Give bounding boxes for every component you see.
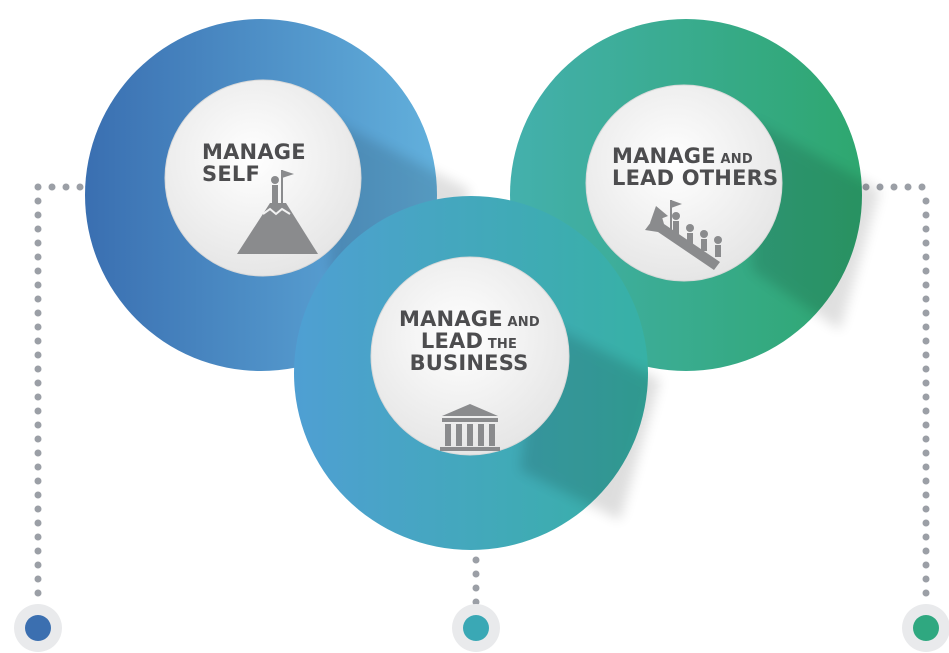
connector-middle	[472, 556, 480, 606]
marker-middle	[452, 604, 500, 652]
connector-dot	[34, 505, 42, 513]
label-line: MANAGE AND	[612, 144, 753, 168]
connector-dot	[922, 449, 930, 457]
connector-dot	[34, 519, 42, 527]
circle-manage-others	[585, 84, 783, 282]
connector-dot	[34, 351, 42, 359]
circle-manage-business	[370, 256, 570, 456]
connector-dot	[922, 365, 930, 373]
connector-dot	[34, 253, 42, 261]
people-climbing-arrow-icon	[645, 200, 722, 270]
connector-dot	[922, 267, 930, 275]
connector-dot	[922, 477, 930, 485]
connector-dot	[34, 407, 42, 415]
connector-dot	[34, 323, 42, 331]
label-line: MANAGE	[202, 140, 306, 164]
mountain-flag-icon	[237, 170, 318, 254]
connector-dot	[922, 253, 930, 261]
label-manage-others: MANAGE AND LEAD OTHERS	[612, 145, 778, 189]
connector-dot	[922, 589, 930, 597]
connector-dot	[34, 211, 42, 219]
connector-dot	[34, 463, 42, 471]
connector-dot	[922, 421, 930, 429]
connector-dot	[34, 547, 42, 555]
connector-dot	[922, 351, 930, 359]
connector-dot	[34, 197, 42, 205]
connector-dot	[34, 309, 42, 317]
connector-dot	[922, 225, 930, 233]
connector-dot	[34, 449, 42, 457]
connector-dot	[34, 225, 42, 233]
connector-dot	[922, 211, 930, 219]
connector-dot	[922, 575, 930, 583]
label-line: SELF	[202, 162, 260, 187]
connector-dot	[922, 519, 930, 527]
connector-dot	[34, 393, 42, 401]
connector-dot	[34, 295, 42, 303]
connector-dot	[34, 365, 42, 373]
connector-dot	[922, 533, 930, 541]
connector-dot	[34, 239, 42, 247]
connector-dot	[922, 547, 930, 555]
connector-dot	[922, 463, 930, 471]
connector-dot	[34, 281, 42, 289]
connector-dot	[922, 393, 930, 401]
connector-dot	[34, 435, 42, 443]
connector-dot	[922, 281, 930, 289]
connector-right	[862, 183, 930, 597]
connector-dot	[34, 267, 42, 275]
connector-dot	[922, 505, 930, 513]
connector-dot	[34, 561, 42, 569]
label-manage-self: MANAGE SELF	[202, 141, 306, 185]
connector-dot	[922, 197, 930, 205]
connector-dot	[34, 477, 42, 485]
connector-dot	[922, 323, 930, 331]
connector-dot	[922, 337, 930, 345]
connector-dot	[34, 575, 42, 583]
connector-dot	[922, 379, 930, 387]
connector-dot	[34, 533, 42, 541]
connector-dot	[922, 435, 930, 443]
connector-dot	[34, 421, 42, 429]
label-manage-business: MANAGE AND LEAD THE BUSINESS	[399, 307, 540, 376]
marker-right	[902, 604, 949, 652]
label-line: BUSINESS	[409, 351, 529, 376]
building-columns-icon	[440, 404, 500, 451]
connector-dot	[34, 491, 42, 499]
connector-dot	[922, 561, 930, 569]
connector-dot	[922, 407, 930, 415]
connector-dot	[922, 309, 930, 317]
marker-left	[14, 604, 62, 652]
connector-dot	[922, 491, 930, 499]
label-line: MANAGE AND	[399, 307, 540, 331]
label-line: LEAD OTHERS	[612, 166, 779, 191]
connector-dot	[922, 239, 930, 247]
connector-dot	[34, 589, 42, 597]
connector-left	[34, 183, 84, 597]
circle-manage-self	[164, 79, 362, 277]
connector-dot	[34, 337, 42, 345]
label-line: LEAD THE	[420, 329, 518, 354]
connector-dot	[922, 295, 930, 303]
connector-dot	[34, 379, 42, 387]
